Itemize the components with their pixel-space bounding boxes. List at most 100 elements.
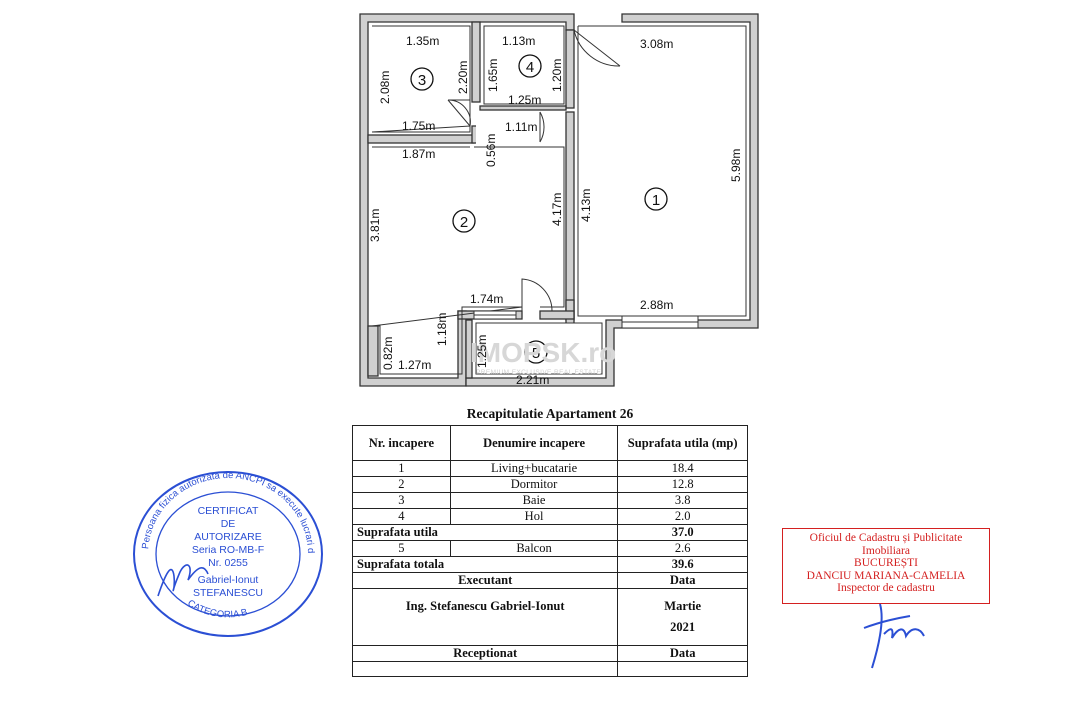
dim-label: 2.21m	[516, 373, 549, 387]
cell-area: 3.8	[617, 492, 748, 509]
dim-label: 1.65m	[486, 59, 500, 92]
table-row: 2 Dormitor 12.8	[352, 476, 748, 493]
wall-central	[565, 111, 575, 321]
receptionat-row	[351, 661, 748, 677]
cell-nr: 3	[352, 492, 451, 509]
cell-nr: 2	[352, 476, 451, 493]
date-month: Martie	[664, 599, 702, 613]
dim-label: 1.13m	[502, 34, 535, 48]
executant-date: Martie 2021	[617, 588, 748, 646]
cell-name: Hol	[449, 508, 619, 525]
total-area-value: 39.6	[617, 556, 748, 573]
dim-label: 2.08m	[378, 71, 392, 104]
cell-name: Balcon	[449, 540, 619, 557]
table-title: Recapitulatie Apartament 26	[466, 406, 634, 421]
date-label: Data	[617, 572, 748, 589]
useful-area-row: Suprafata utila 37.0	[351, 524, 748, 541]
useful-area-value: 37.0	[617, 524, 748, 541]
stamp-signature	[157, 564, 209, 597]
table-row: 3 Baie 3.8	[352, 492, 748, 509]
dim-label: 0.56m	[484, 134, 498, 167]
cell-name: Dormitor	[449, 476, 619, 493]
executant-name: Ing. Stefanescu Gabriel-Ionut	[351, 588, 619, 646]
stamp-line: BUCUREȘTI	[854, 557, 918, 569]
dim-label: 1.11m	[505, 120, 537, 134]
executant-label: Executant	[351, 572, 619, 589]
header-nr: Nr. incapere	[352, 425, 451, 461]
inspector-signature	[863, 603, 925, 669]
dim-label: 1.18m	[435, 313, 449, 346]
dim-label: 0.82m	[381, 337, 395, 370]
dim-label: 3.81m	[368, 209, 382, 242]
dim-label: 1.75m	[402, 119, 435, 133]
stamp-line: Imobiliara	[862, 544, 910, 557]
receptionat-header-row: Receptionat Data	[351, 645, 748, 662]
cadastre-stamp: Oficiul de Cadastru și Publicitate Imobi…	[782, 528, 990, 604]
total-area-row: Suprafata totala 39.6	[351, 556, 748, 573]
executant-row: Ing. Stefanescu Gabriel-Ionut Martie 202…	[351, 588, 748, 646]
dim-label: 1.25m	[508, 93, 541, 107]
stamp-line: CERTIFICAT	[198, 505, 259, 517]
floor-plan: 3 4 2 1 5 IMOPSK.ro PREMIUM EXCLUSIVE RE…	[359, 13, 759, 387]
recap-table: Nr. incapere Denumire incapere Suprafata…	[351, 425, 748, 677]
stamp-line: Gabriel-Ionut	[198, 574, 259, 586]
wall-room4-bottom	[479, 105, 567, 111]
dim-label: 1.87m	[402, 147, 435, 161]
cell-name: Living+bucatarie	[449, 460, 619, 477]
dim-label: 2.20m	[456, 61, 470, 94]
authorization-stamp: Persoana fizica autorizata de ANCPI sa e…	[128, 468, 323, 637]
stamp-line: Inspector de cadastru	[837, 582, 935, 594]
dim-label: 2.88m	[640, 298, 673, 312]
dim-label: 4.17m	[550, 193, 564, 226]
dim-label: 1.74m	[470, 292, 503, 306]
stamp-line: AUTORIZARE	[194, 531, 261, 543]
date-label-2: Data	[617, 645, 748, 662]
room-4-circle	[518, 54, 542, 78]
dim-label: 5.98m	[729, 149, 743, 182]
wall-hall-right	[565, 29, 575, 109]
table-row: 5 Balcon 2.6	[352, 540, 748, 557]
stamp-line: Nr. 0255	[208, 557, 248, 569]
room-number: 1	[652, 192, 660, 209]
cell-name: Baie	[449, 492, 619, 509]
cell-nr: 4	[352, 508, 451, 525]
wall-room5-left	[465, 319, 473, 379]
table-row: 4 Hol 2.0	[352, 508, 748, 525]
cell-nr: 1	[352, 460, 451, 477]
cell-area: 12.8	[617, 476, 748, 493]
useful-area-label: Suprafata utila	[351, 524, 619, 541]
room-number: 5	[532, 345, 540, 362]
room-number: 2	[460, 214, 468, 231]
table-row: 1 Living+bucatarie 18.4	[352, 460, 748, 477]
svg-text:CATEGORIA B: CATEGORIA B	[185, 598, 248, 621]
stamp-line: DANCIU MARIANA-CAMELIA	[806, 569, 966, 582]
door-living	[573, 29, 621, 67]
room-5-circle	[524, 340, 548, 364]
watermark-brand: IMOPSK.ro	[470, 337, 616, 368]
cell-area: 2.6	[617, 540, 748, 557]
room-number: 4	[526, 59, 534, 76]
cell-area: 18.4	[617, 460, 748, 477]
stamp-line: Seria RO-MB-F	[192, 544, 264, 556]
stamp-line: Oficiul de Cadastru și Publicitate	[809, 532, 963, 544]
stamp-line: STEFANESCU	[193, 587, 263, 599]
room-2-circle	[452, 209, 476, 233]
stamp-line: DE	[221, 518, 236, 530]
wall-notch	[367, 325, 379, 377]
dim-label: 1.27m	[398, 358, 431, 372]
wall-bath-right	[471, 21, 481, 103]
watermark-tagline: PREMIUM EXCLUSIVE REAL ESTATE	[476, 369, 602, 376]
stamp-ring-bottom: CATEGORIA B	[185, 598, 248, 621]
room-1-circle	[644, 187, 668, 211]
total-area-label: Suprafata totala	[351, 556, 619, 573]
cell-area: 2.0	[617, 508, 748, 525]
door-hall	[539, 111, 545, 143]
room-3-circle	[410, 67, 434, 91]
cell-nr: 5	[352, 540, 451, 557]
door-bath	[447, 99, 471, 127]
executant-header-row: Executant Data	[351, 572, 748, 589]
header-area: Suprafata utila (mp)	[617, 425, 748, 461]
dim-label: 3.08m	[640, 37, 673, 51]
receptionat-label: Receptionat	[351, 645, 619, 662]
date-year: 2021	[670, 620, 696, 634]
